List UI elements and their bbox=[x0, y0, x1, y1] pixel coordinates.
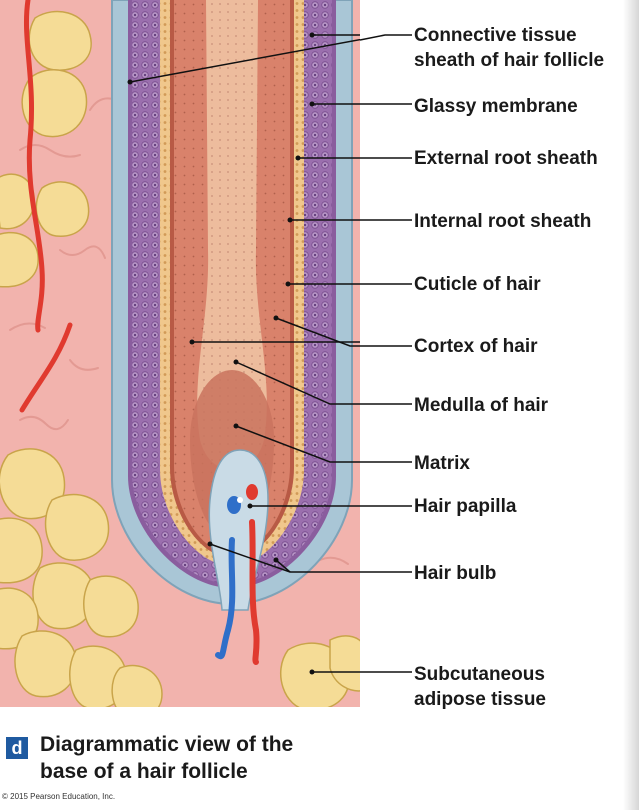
leader-lines bbox=[129, 34, 360, 673]
adipose-cells-upper bbox=[0, 10, 92, 288]
label-external-root-sheath: External root sheath bbox=[414, 148, 598, 169]
label-adipose-1: Subcutaneous bbox=[414, 664, 545, 685]
label-hair-papilla: Hair papilla bbox=[414, 496, 517, 517]
label-cortex-of-hair: Cortex of hair bbox=[414, 336, 538, 357]
leader-lines-outer bbox=[359, 34, 412, 673]
label-cuticle-of-hair: Cuticle of hair bbox=[414, 274, 541, 295]
caption-line-1: Diagrammatic view of the bbox=[40, 733, 294, 756]
copyright-notice: © 2015 Pearson Education, Inc. bbox=[2, 792, 116, 801]
label-matrix: Matrix bbox=[414, 453, 470, 474]
label-connective-tissue-2: sheath of hair follicle bbox=[414, 50, 604, 71]
page-edge-shadow bbox=[623, 0, 639, 810]
caption-panel-letter: d bbox=[6, 737, 28, 759]
papilla-capillaries bbox=[227, 484, 258, 514]
label-glassy-membrane: Glassy membrane bbox=[414, 96, 578, 117]
leader-dots bbox=[127, 32, 315, 675]
label-adipose-2: adipose tissue bbox=[414, 689, 546, 710]
follicle-vessels bbox=[215, 519, 260, 665]
label-medulla-of-hair: Medulla of hair bbox=[414, 395, 549, 416]
caption-line-2: base of a hair follicle bbox=[40, 760, 248, 783]
medulla-region bbox=[197, 0, 267, 470]
label-hair-bulb: Hair bulb bbox=[414, 563, 496, 584]
label-internal-root-sheath: Internal root sheath bbox=[414, 211, 591, 232]
adipose-cells-right bbox=[279, 635, 360, 707]
adipose-cells-lower bbox=[0, 448, 163, 707]
label-connective-tissue-1: Connective tissue bbox=[414, 25, 577, 46]
dermis-vessels bbox=[19, 0, 73, 413]
